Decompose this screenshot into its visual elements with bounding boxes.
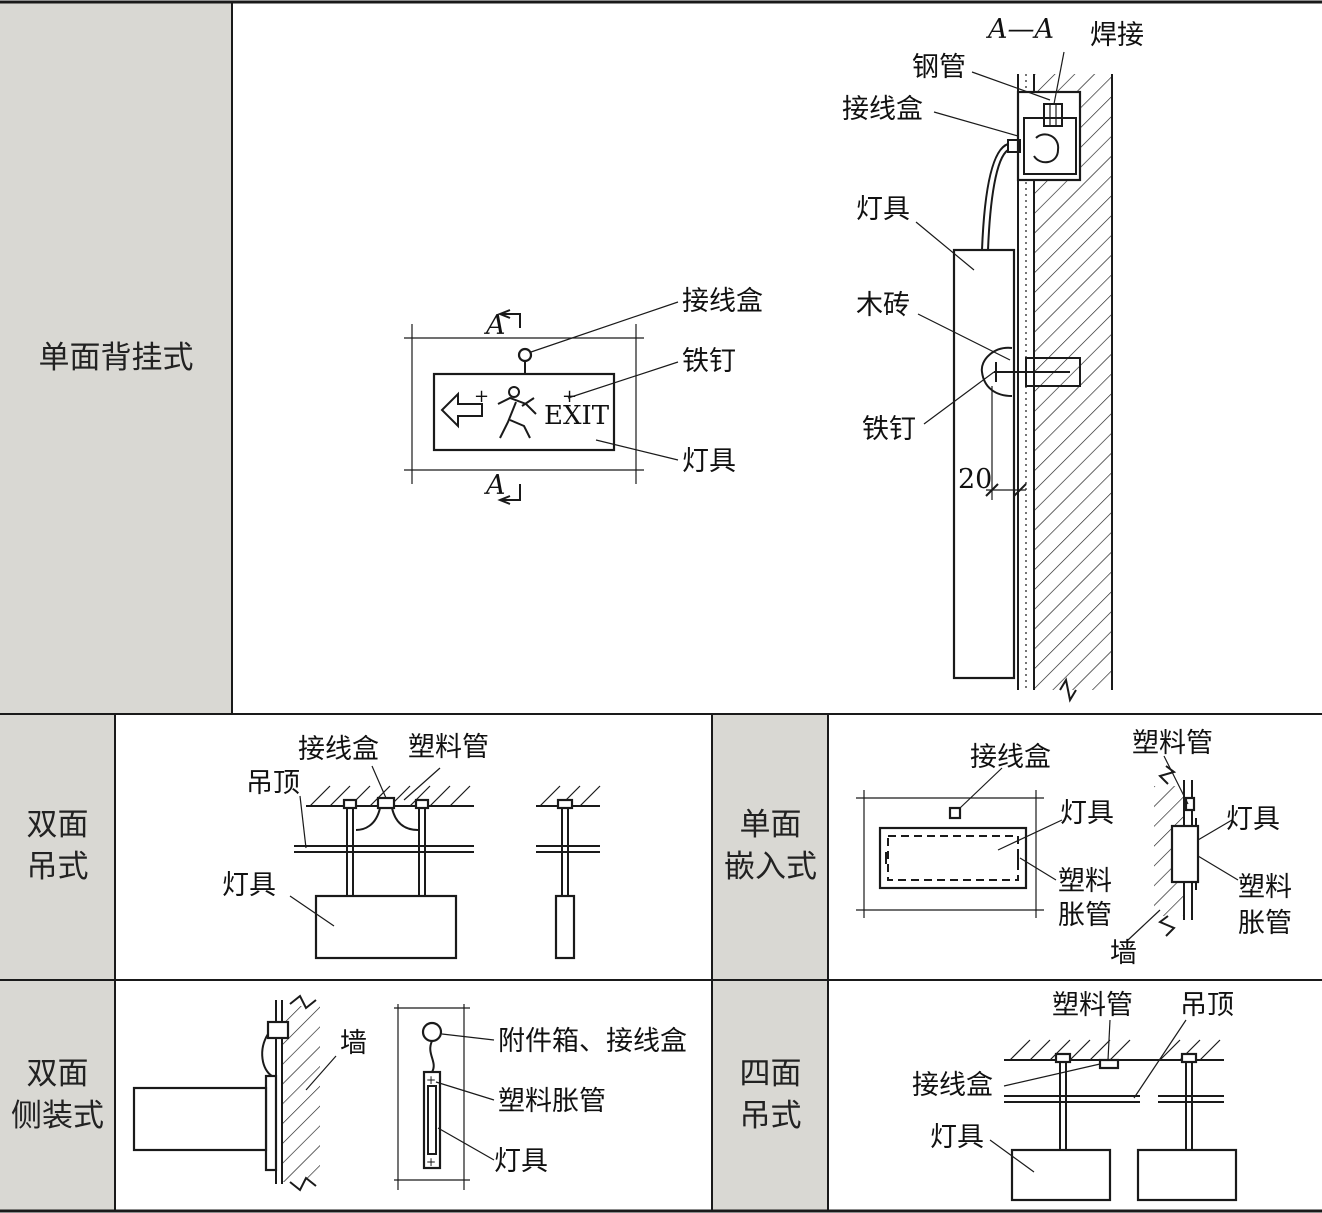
label-anchor-ds: 塑料胀管 [498, 1086, 606, 1117]
label-nail-section: 铁钉 [862, 414, 916, 445]
label-steel-pipe: 钢管 [912, 52, 966, 83]
section-mark-bottom: A [483, 470, 506, 501]
section-title: A—A [985, 14, 1054, 45]
label-junction-box-section: 接线盒 [842, 94, 923, 125]
label-ceiling-fp: 吊顶 [1180, 990, 1234, 1021]
label-junction-box-dp: 接线盒 [298, 734, 379, 765]
single-back-section-view: 20 A—A 焊接 钢管 接线盒 灯具 木砖 铁钉 [842, 14, 1144, 703]
label-junction-box-se: 接线盒 [970, 742, 1051, 773]
row-header-four-pendant: 四面 吊式 [713, 981, 828, 1210]
row-header-double-side-mount: 双面 侧装式 [0, 981, 115, 1210]
exit-text: EXIT [544, 401, 610, 431]
label-wall-ds: 墙 [340, 1028, 367, 1059]
row-header-single-embedded: 单面 嵌入式 [713, 715, 828, 979]
svg-text:+: + [474, 386, 489, 407]
label-junction-box: 接线盒 [682, 286, 763, 317]
label-wood-brick: 木砖 [856, 290, 910, 321]
label-weld: 焊接 [1090, 20, 1144, 51]
dimension-20: 20 [958, 464, 992, 495]
label-anchor-se-1: 塑料 [1058, 866, 1112, 897]
label-junction-box-fp: 接线盒 [912, 1070, 993, 1101]
label-fixture-ds: 灯具 [494, 1146, 548, 1177]
label-ceiling-dp: 吊顶 [246, 768, 300, 799]
label-fixture-se: 灯具 [1060, 798, 1114, 829]
row-header-double-pendant: 双面 吊式 [0, 715, 115, 979]
section-mark-top: A [483, 310, 506, 341]
label-anchor-side-se-2: 胀管 [1238, 908, 1292, 939]
single-back-front-view: A A EXIT + + 接线盒 铁钉 灯具 [404, 286, 763, 505]
row-header-single-back-mount: 单面背挂式 [0, 3, 232, 714]
label-plastic-pipe-dp: 塑料管 [408, 732, 489, 763]
single-embedded-diagram: 接线盒 灯具 塑料 胀管 塑料管 灯具 塑料 胀管 墙 [856, 728, 1292, 969]
label-fixture-fp: 灯具 [930, 1122, 984, 1153]
label-plastic-pipe-fp: 塑料管 [1052, 990, 1133, 1021]
label-anchor-side-se-1: 塑料 [1238, 872, 1292, 903]
label-fixture-side-se: 灯具 [1226, 804, 1280, 835]
double-pendant-diagram: 接线盒 塑料管 吊顶 灯具 [222, 732, 601, 960]
label-fixture: 灯具 [682, 446, 736, 477]
label-wall-se: 墙 [1110, 938, 1137, 969]
four-pendant-diagram: 塑料管 吊顶 接线盒 灯具 [912, 990, 1238, 1202]
svg-text:+: + [426, 1073, 436, 1087]
label-plastic-pipe-se: 塑料管 [1132, 728, 1213, 759]
label-accessory-box-ds: 附件箱、接线盒 [498, 1026, 687, 1057]
svg-text:+: + [426, 1155, 436, 1169]
svg-text:+: + [562, 386, 577, 407]
label-anchor-se-2: 胀管 [1058, 900, 1112, 931]
label-nail: 铁钉 [682, 346, 736, 377]
label-fixture-dp: 灯具 [222, 870, 276, 901]
double-side-mount-diagram: + + 墙 附件箱、接线盒 塑料胀管 灯具 [132, 994, 687, 1192]
label-fixture-section: 灯具 [856, 194, 910, 225]
